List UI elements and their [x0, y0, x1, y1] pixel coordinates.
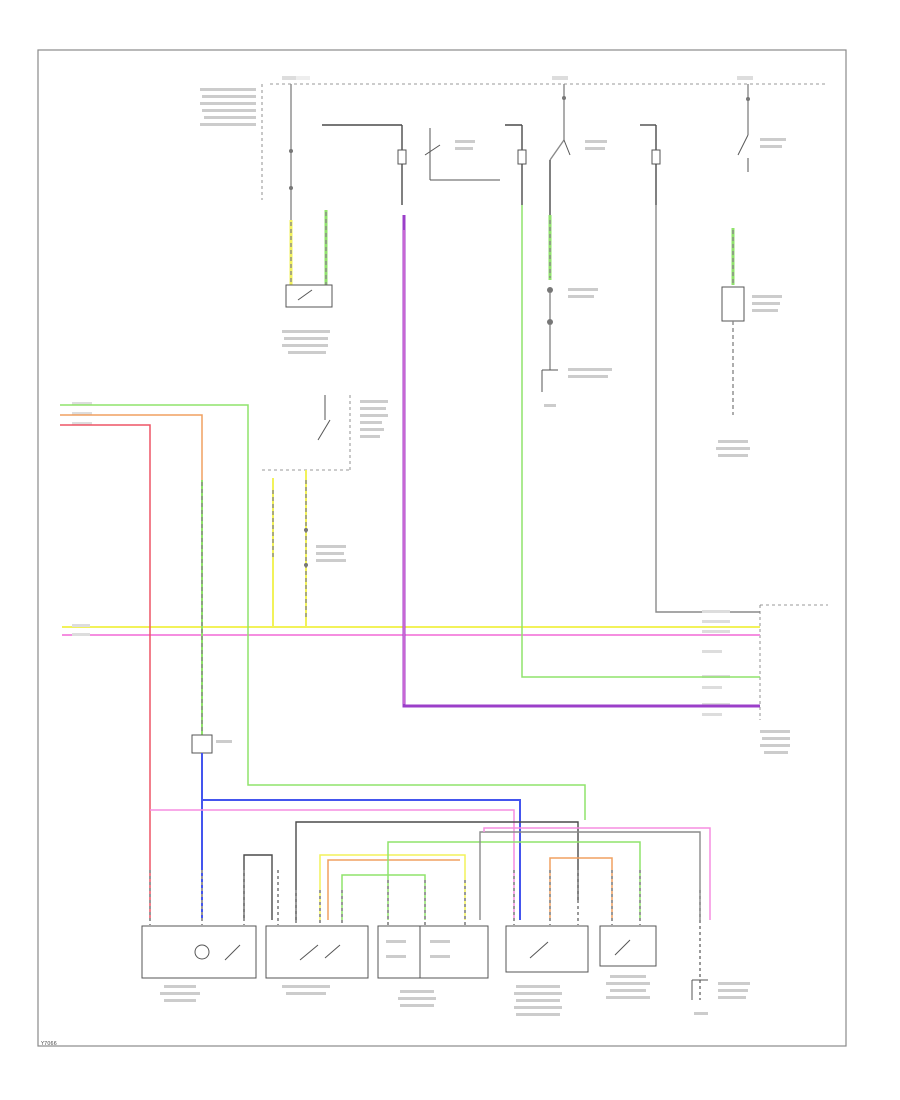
wire-blue — [202, 799, 521, 920]
connector-stubs — [149, 870, 701, 1000]
midtop-component-chain — [541, 215, 612, 407]
wire-red-orange-low — [549, 857, 613, 920]
wire-pink-low — [150, 809, 515, 920]
center-left-switch — [262, 395, 388, 627]
top-left-switch-assembly — [282, 210, 333, 354]
wire-green-left — [60, 404, 586, 820]
ground-switch-bottom — [691, 979, 750, 1015]
diagram-frame — [37, 49, 847, 1047]
wire-red-left — [60, 424, 151, 920]
wire-gray-low — [479, 831, 701, 920]
header-label-marks — [200, 88, 256, 126]
module-1 — [141, 925, 257, 1002]
page-code: Y7066 — [40, 1041, 57, 1047]
wire-orange-low — [327, 859, 460, 920]
module-4 — [505, 925, 589, 1016]
fuse-block-left — [282, 76, 310, 220]
wire-pink-low-2 — [483, 827, 711, 920]
wire-gray-right — [655, 205, 760, 613]
fuse-block-right — [737, 76, 753, 135]
relay-top-right — [640, 124, 661, 205]
relay-top-left — [322, 124, 500, 205]
wire-black-low-2 — [243, 854, 273, 920]
wire-orange-left — [60, 414, 203, 530]
wire-green-low — [341, 874, 426, 920]
relay-top-middle — [505, 124, 607, 215]
wire-black-harness — [295, 821, 579, 920]
module-3 — [377, 925, 489, 1007]
right-sensor-chain — [716, 228, 782, 457]
wire-green-middle — [521, 205, 760, 678]
module-2 — [265, 925, 369, 995]
module-5 — [599, 925, 657, 999]
compressor-switch — [737, 134, 786, 172]
fuse-block-middle — [549, 76, 568, 161]
left-middle-relay — [191, 734, 232, 920]
